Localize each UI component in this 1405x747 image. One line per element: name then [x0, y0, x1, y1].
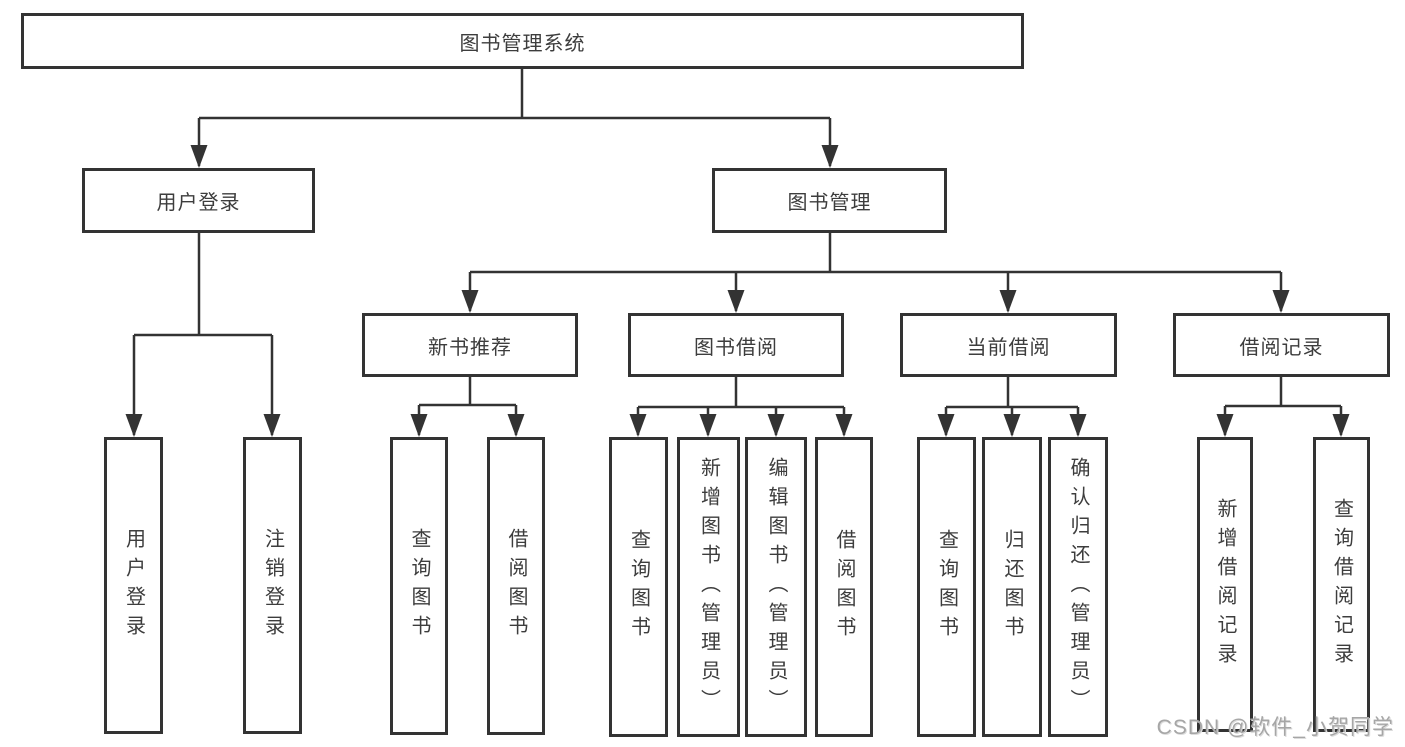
- node-label: 借阅图书: [505, 528, 527, 644]
- arrowhead-icon: [410, 414, 428, 437]
- arrowhead-icon: [699, 414, 717, 437]
- node-user-login-leaf: 用户登录: [104, 437, 163, 734]
- node-confirm-return-admin: 确认归还（管理员）: [1048, 437, 1108, 737]
- node-borrowing-records: 借阅记录: [1173, 313, 1390, 377]
- arrowhead-icon: [190, 145, 208, 168]
- node-label: 注销登录: [261, 527, 284, 644]
- arrowhead-icon: [1332, 414, 1350, 437]
- arrowhead-icon: [461, 290, 479, 313]
- node-logout: 注销登录: [243, 437, 302, 734]
- arrowhead-icon: [937, 414, 955, 437]
- arrowhead-icon: [835, 414, 853, 437]
- node-current-borrowing: 当前借阅: [900, 313, 1117, 377]
- arrowhead-icon: [1216, 414, 1234, 437]
- arrowhead-icon: [767, 414, 785, 437]
- arrowhead-icon: [263, 414, 281, 437]
- node-label: 借阅记录: [1239, 336, 1324, 359]
- node-library-management-system: 图书管理系统: [21, 13, 1024, 69]
- node-label: 确认归还（管理员）: [1067, 456, 1089, 718]
- node-label: 归还图书: [1001, 529, 1023, 645]
- node-label: 借阅图书: [833, 529, 855, 645]
- arrowhead-icon: [629, 414, 647, 437]
- node-book-borrowing: 图书借阅: [628, 313, 844, 377]
- node-label: 查询图书: [935, 529, 958, 645]
- node-add-books-admin: 新增图书（管理员）: [677, 437, 740, 737]
- node-new-book-recommendation: 新书推荐: [362, 313, 578, 377]
- node-add-borrowing-record: 新增借阅记录: [1197, 437, 1253, 732]
- node-label: 新增借阅记录: [1214, 497, 1236, 672]
- arrowhead-icon: [727, 290, 745, 313]
- node-label: 查询图书: [627, 529, 650, 645]
- arrowhead-icon: [1069, 414, 1087, 437]
- node-query-books-recommend: 查询图书: [390, 437, 448, 735]
- node-book-management: 图书管理: [712, 168, 947, 233]
- node-label: 查询借阅记录: [1330, 497, 1353, 672]
- node-borrow-books-recommend: 借阅图书: [487, 437, 545, 735]
- node-label: 查询图书: [408, 528, 430, 644]
- node-label: 编辑图书（管理员）: [765, 456, 787, 718]
- arrowhead-icon: [821, 145, 839, 168]
- arrowhead-icon: [999, 290, 1017, 313]
- node-query-books-borrowing: 查询图书: [609, 437, 668, 737]
- node-label: 图书管理系统: [459, 32, 586, 55]
- csdn-watermark: CSDN @软件_小贺同学: [1156, 716, 1394, 739]
- arrowhead-icon: [507, 414, 525, 437]
- node-query-books-current: 查询图书: [917, 437, 976, 737]
- node-edit-books-admin: 编辑图书（管理员）: [745, 437, 807, 737]
- node-label: 图书管理: [787, 192, 872, 214]
- node-label: 用户登录: [156, 192, 241, 214]
- arrowhead-icon: [1272, 290, 1290, 313]
- node-user-login: 用户登录: [82, 168, 315, 233]
- node-borrow-books: 借阅图书: [815, 437, 873, 737]
- node-label: 用户登录: [122, 527, 145, 644]
- node-query-borrowing-record: 查询借阅记录: [1313, 437, 1370, 732]
- node-label: 图书借阅: [694, 336, 778, 359]
- node-label: 当前借阅: [966, 336, 1051, 359]
- node-return-books: 归还图书: [982, 437, 1042, 737]
- arrowhead-icon: [125, 414, 143, 437]
- node-label: 新增图书（管理员）: [697, 456, 720, 718]
- arrowhead-icon: [1003, 414, 1021, 437]
- node-label: 新书推荐: [428, 336, 512, 359]
